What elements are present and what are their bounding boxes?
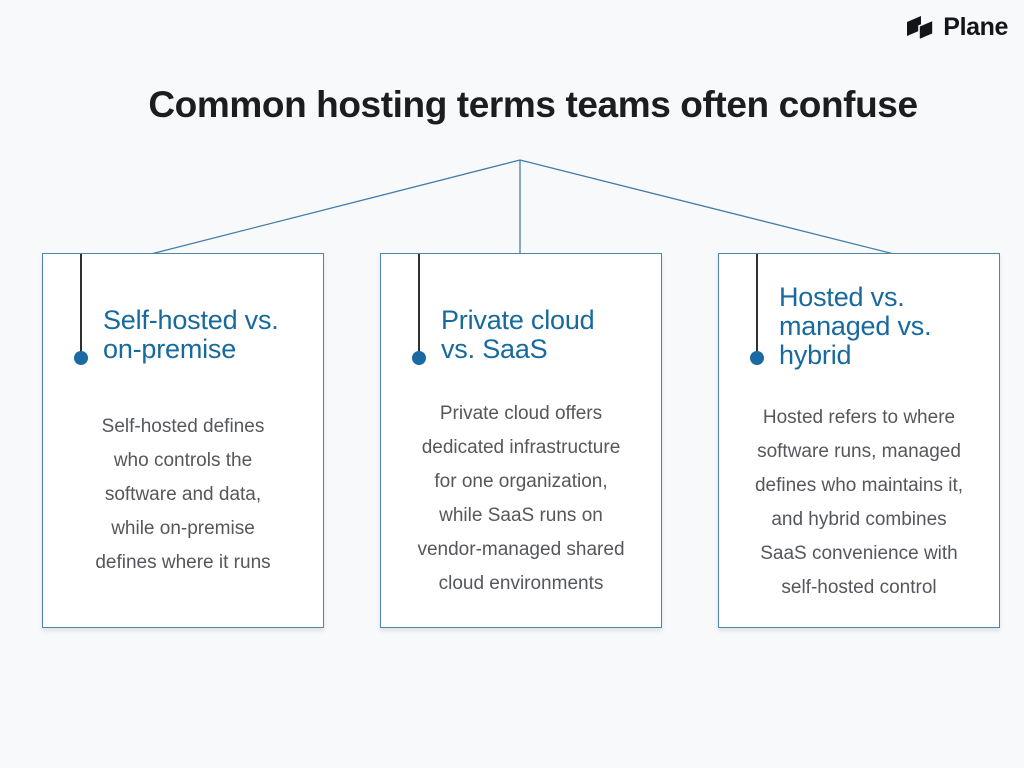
page-title: Common hosting terms teams often confuse [148,84,918,125]
vertical-marker-line [756,254,758,358]
vertical-marker-line [80,254,82,358]
card-heading: Self-hosted vs. on-premise [103,305,279,364]
card-self-hosted-vs-on-premise: Self-hosted vs. on-premise Self-hosted d… [42,253,324,628]
brand-name: Plane [943,13,1008,41]
card-heading: Private cloud vs. SaaS [441,305,595,364]
card-private-cloud-vs-saas: Private cloud vs. SaaS Private cloud off… [380,253,662,628]
brand-logo: Plane [905,13,1008,42]
card-heading: Hosted vs. managed vs. hybrid [779,282,932,370]
marker-dot [74,351,88,365]
vertical-marker-line [418,254,420,358]
connector-line-left [146,159,521,256]
marker-dot [412,351,426,365]
card-body-text: Hosted refers to where software runs, ma… [754,407,964,598]
card-body-text: Private cloud offers dedicated infrastru… [417,403,625,594]
card-body-text: Self-hosted defines who controls the sof… [95,416,271,573]
card-hosted-managed-hybrid: Hosted vs. managed vs. hybrid Hosted ref… [718,253,1000,628]
plane-panes-icon [907,15,935,41]
connector-line-right [519,159,899,256]
marker-dot [750,351,764,365]
